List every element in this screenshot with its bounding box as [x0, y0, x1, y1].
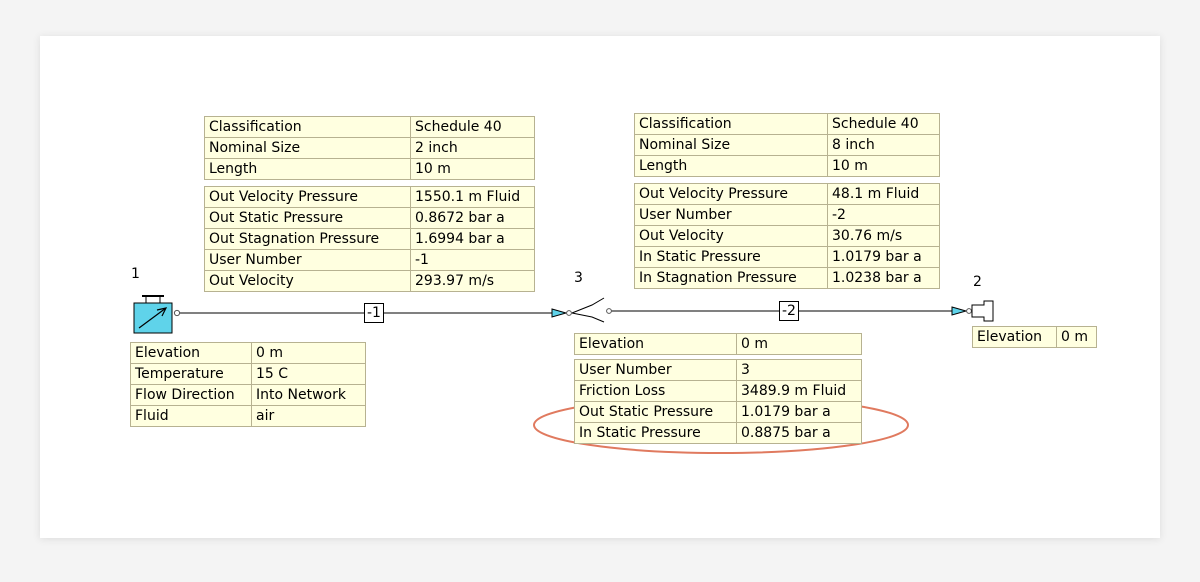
property-name: Classification — [204, 116, 411, 138]
property-value: 0 m — [251, 342, 366, 364]
node-1-label: 1 — [131, 266, 140, 282]
property-name: Length — [204, 158, 411, 180]
property-value: Schedule 40 — [827, 113, 940, 135]
property-name: User Number — [574, 359, 737, 381]
property-name: Fluid — [130, 405, 252, 427]
property-name: In Static Pressure — [634, 246, 828, 268]
property-name: User Number — [204, 249, 411, 271]
property-name: Friction Loss — [574, 380, 737, 402]
property-name: In Stagnation Pressure — [634, 267, 828, 289]
node-3-label: 3 — [574, 270, 583, 286]
pipe-2-label[interactable]: -2 — [779, 301, 799, 321]
property-value: 3489.9 m Fluid — [736, 380, 862, 402]
property-value: -1 — [410, 249, 535, 271]
property-value: 8 inch — [827, 134, 940, 156]
property-value: 15 C — [251, 363, 366, 385]
property-value: 10 m — [827, 155, 940, 177]
property-value: 1.0179 bar a — [736, 401, 862, 423]
property-value: 1.0179 bar a — [827, 246, 940, 268]
property-value: Into Network — [251, 384, 366, 406]
pipe-1-label[interactable]: -1 — [364, 303, 384, 323]
property-value: 30.76 m/s — [827, 225, 940, 247]
flow-direction-arrow-icon — [951, 306, 972, 316]
property-row: User Number-1 — [204, 249, 535, 271]
node-2-label: 2 — [973, 274, 982, 290]
property-row: User Number-2 — [634, 204, 940, 226]
property-value: 1.6994 bar a — [410, 228, 535, 250]
property-value: 10 m — [410, 158, 535, 180]
property-name: Out Velocity Pressure — [204, 186, 411, 208]
property-name: User Number — [634, 204, 828, 226]
property-name: Length — [634, 155, 828, 177]
property-name: Temperature — [130, 363, 252, 385]
property-name: Elevation — [972, 326, 1057, 348]
property-name: Nominal Size — [634, 134, 828, 156]
property-name: Out Velocity — [634, 225, 828, 247]
property-name: Nominal Size — [204, 137, 411, 159]
outlet-icon[interactable] — [971, 300, 994, 322]
property-name: Out Static Pressure — [204, 207, 411, 229]
property-value: 0 m — [736, 333, 862, 355]
property-value: 0 m — [1056, 326, 1097, 348]
flow-direction-arrow-icon — [551, 308, 572, 318]
property-value: 0.8875 bar a — [736, 422, 862, 444]
property-value: 1550.1 m Fluid — [410, 186, 535, 208]
property-name: Out Velocity Pressure — [634, 183, 828, 205]
pressure-source-icon[interactable] — [133, 295, 181, 334]
property-value: 3 — [736, 359, 862, 381]
property-value: 2 inch — [410, 137, 535, 159]
property-value: 1.0238 bar a — [827, 267, 940, 289]
property-name: Classification — [634, 113, 828, 135]
property-value: air — [251, 405, 366, 427]
property-name: Out Stagnation Pressure — [204, 228, 411, 250]
property-name: Elevation — [130, 342, 252, 364]
property-value: -2 — [827, 204, 940, 226]
property-value: 293.97 m/s — [410, 270, 535, 292]
property-name: Out Static Pressure — [574, 401, 737, 423]
property-name: Elevation — [574, 333, 737, 355]
property-value: 48.1 m Fluid — [827, 183, 940, 205]
property-name: Out Velocity — [204, 270, 411, 292]
pipe-expander-icon[interactable] — [571, 297, 612, 323]
property-name: In Static Pressure — [574, 422, 737, 444]
property-value: Schedule 40 — [410, 116, 535, 138]
property-name: Flow Direction — [130, 384, 252, 406]
property-value: 0.8672 bar a — [410, 207, 535, 229]
